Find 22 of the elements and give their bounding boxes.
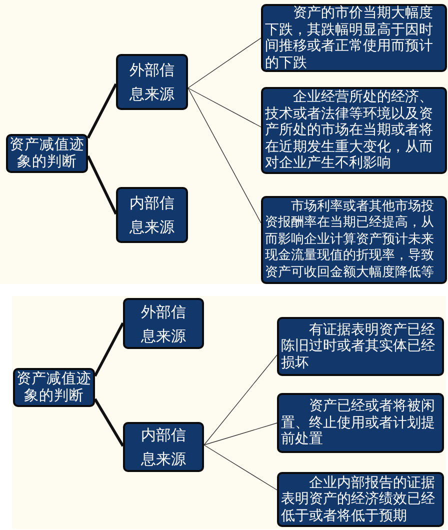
condition-box: 资产已经或者将被闲置、终止使用或者计划提前处置 xyxy=(277,393,444,453)
connector-line xyxy=(86,83,118,139)
connector-line xyxy=(204,444,278,490)
source-box: 内部信息来源 xyxy=(116,187,188,243)
connector-line xyxy=(94,322,124,377)
topic-box: 资产减值迹象的判断 xyxy=(13,368,95,407)
condition-box: 企业经营所处的经济、技术或者法律等环境以及资产所处的市场在当期或者将在近期发生重大变化，从而对企业产生不利影响 xyxy=(261,87,447,174)
condition-box: 企业内部报告的证据表明资产的经济绩效已经低于或者将低于预期 xyxy=(277,472,444,527)
connector-line xyxy=(204,354,278,446)
source-box: 内部信息来源 xyxy=(123,422,204,472)
condition-box: 有证据表明资产已经陈旧过时或者其实体已经损坏 xyxy=(277,317,444,376)
connector-line xyxy=(86,155,118,215)
topic-box: 资产减值迹象的判断 xyxy=(6,134,88,173)
source-box: 外部信息来源 xyxy=(116,54,188,110)
connector-line xyxy=(188,38,262,88)
connector-line xyxy=(188,88,262,128)
source-box: 外部信息来源 xyxy=(123,298,204,349)
condition-box: 资产的市价当期大幅度下跌，其跌幅明显高于因时间推移或者正常使用而预计的下跌 xyxy=(261,4,447,72)
connector-line xyxy=(204,422,278,446)
connector-line xyxy=(94,398,124,447)
condition-box: 市场利率或者其他市场投资报酬率在当期已经提高，从而影响企业计算资产预计未来现金流量现值的折现率，导致资产可收回金额大幅度降低等 xyxy=(261,196,447,284)
connector-line xyxy=(188,88,262,224)
